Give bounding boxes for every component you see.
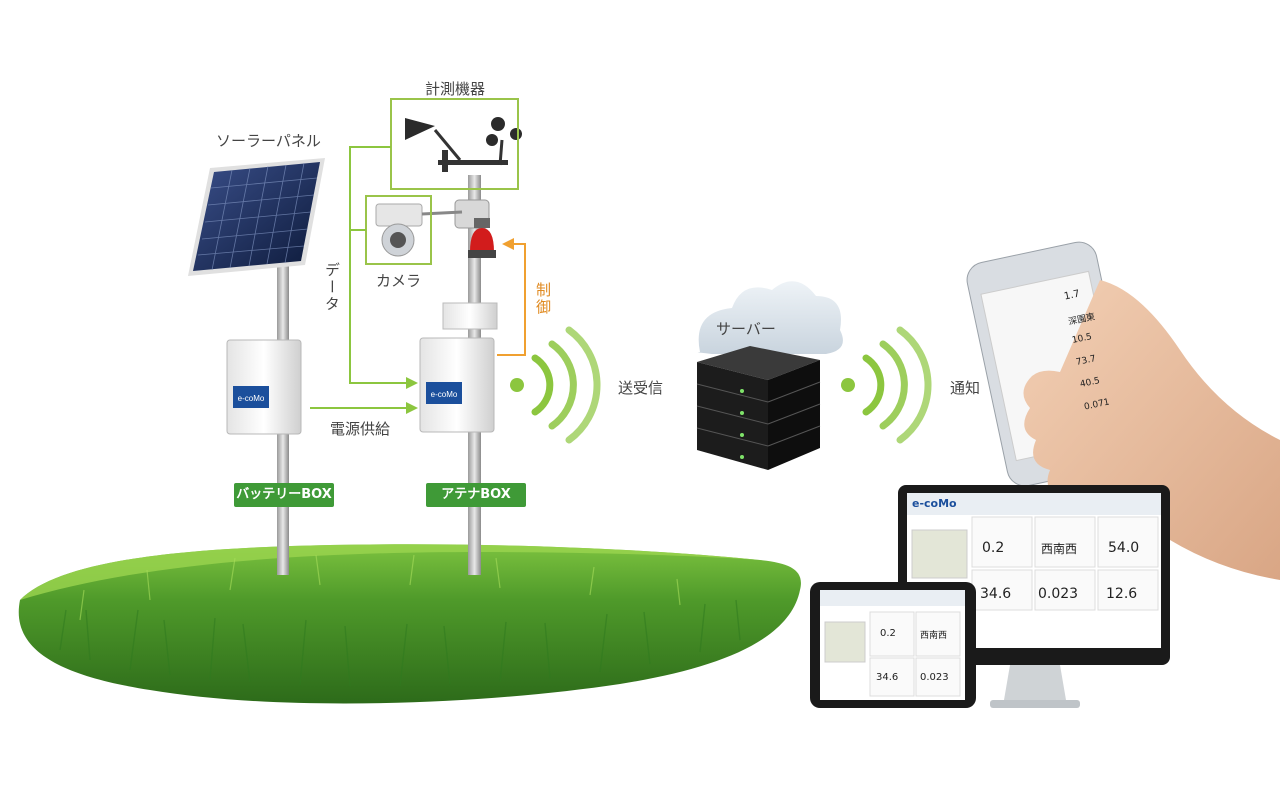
sensor-pole-assembly: e-coMo xyxy=(375,117,522,575)
control-line xyxy=(497,243,526,356)
control-unit xyxy=(442,302,498,330)
warning-light-icon xyxy=(468,218,496,258)
camera-label: カメラ xyxy=(376,272,422,290)
notification-label: 通知 xyxy=(950,379,981,397)
power-supply-label: 電源供給 xyxy=(330,420,391,438)
tablet-reading: 0.023 xyxy=(920,672,949,683)
notification-signal-icon xyxy=(841,326,932,444)
control-arrow-icon xyxy=(502,238,514,250)
solar-pole-assembly: e-coMo xyxy=(188,158,325,575)
tablet-reading: 34.6 xyxy=(876,672,899,683)
power-arrow-icon xyxy=(406,402,418,414)
antenna-box-tag: アテナBOX xyxy=(426,483,526,507)
data-label: データ xyxy=(323,262,341,313)
tablet-reading: 西南西 xyxy=(920,631,948,641)
monitor-reading: 0.023 xyxy=(1038,586,1079,602)
cloud-icon xyxy=(697,281,843,354)
control-label: 制御 xyxy=(534,282,552,316)
camera-icon xyxy=(375,203,463,257)
solar-panel-label: ソーラーパネル xyxy=(216,132,321,150)
svg-text:e-coMo: e-coMo xyxy=(431,390,458,399)
data-line xyxy=(349,146,408,384)
monitor-reading: 12.6 xyxy=(1106,586,1138,602)
antenna-box-icon: e-coMo xyxy=(419,337,495,433)
transmit-receive-label: 送受信 xyxy=(618,379,664,397)
wireless-signal-icon xyxy=(510,326,601,444)
monitor-reading: 0.2 xyxy=(982,540,1005,556)
anemometer-icon xyxy=(405,117,522,172)
battery-box-tag: バッテリーBOX xyxy=(234,483,334,507)
server-label: サーバー xyxy=(716,320,776,338)
solar-panel-icon xyxy=(188,158,325,276)
data-arrow-icon xyxy=(406,377,418,389)
monitor-reading: 54.0 xyxy=(1108,540,1140,556)
equipment-frame xyxy=(390,98,519,190)
tablet-icon xyxy=(810,582,976,708)
measuring-equipment-label: 計測機器 xyxy=(425,80,486,98)
monitor-reading: 34.6 xyxy=(980,586,1012,602)
monitor-logo: e-coMo xyxy=(912,497,957,510)
monitor-reading: 西南西 xyxy=(1041,542,1078,556)
battery-box-icon: e-coMo xyxy=(226,339,302,435)
grass-field xyxy=(18,544,801,704)
server-icon xyxy=(696,346,821,470)
svg-text:e-coMo: e-coMo xyxy=(238,394,265,403)
tablet-reading: 0.2 xyxy=(880,628,896,639)
